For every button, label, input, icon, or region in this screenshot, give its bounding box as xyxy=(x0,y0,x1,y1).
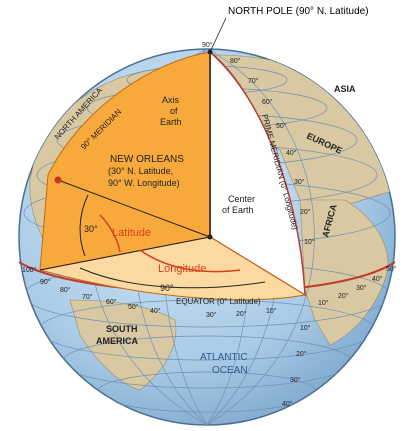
asia-label: ASIA xyxy=(334,84,356,94)
axis-label-1: Axis xyxy=(162,95,180,105)
equator-label: EQUATOR (0° Latitude) xyxy=(176,297,261,306)
city-label-3: 90° W. Longitude) xyxy=(108,178,180,188)
prime-meridian-plane xyxy=(209,50,306,297)
deg-lat20: 20° xyxy=(300,208,311,216)
deg-eq-r10: 10° xyxy=(318,299,329,307)
deg-eq-r20: 20° xyxy=(338,292,349,300)
new-orleans-dot xyxy=(54,176,62,184)
atlantic-label-1: ATLANTIC xyxy=(200,352,248,363)
deg-eq10: 10° xyxy=(266,307,277,315)
axis-label-3: Earth xyxy=(160,117,182,127)
south-america-label-1: SOUTH xyxy=(106,324,138,334)
deg-eq70: 70° xyxy=(82,293,93,301)
deg-eq-left: 100° xyxy=(22,266,37,274)
deg-eq90: 90° xyxy=(40,278,51,286)
lon-angle-arc xyxy=(79,267,266,289)
longitude-arc xyxy=(139,249,241,273)
deg-eq50: 50° xyxy=(128,303,139,311)
deg-pole: 90° xyxy=(202,41,213,49)
deg-eq-r30: 30° xyxy=(356,284,367,292)
latitude-arc xyxy=(99,214,121,253)
africa-landmass xyxy=(299,199,389,346)
deg-eq80: 80° xyxy=(60,286,71,294)
lat-angle-label: 30° xyxy=(84,224,98,234)
deg-lat10: 10° xyxy=(304,238,315,246)
deg-eq-r40: 40° xyxy=(372,275,383,283)
deg-lat70: 70° xyxy=(248,77,259,85)
deg-lat30: 30° xyxy=(294,178,305,186)
new-orleans-radius xyxy=(57,179,211,238)
deg-south20: 20° xyxy=(296,350,307,358)
south-america-landmass xyxy=(69,299,177,391)
deg-lat80: 80° xyxy=(230,57,241,65)
south-america-label-2: AMERICA xyxy=(96,336,138,346)
axis-label-2: of xyxy=(170,106,178,116)
pole-pointer xyxy=(209,17,227,53)
latitude-label: Latitude xyxy=(112,227,151,239)
deg-lat40: 40° xyxy=(286,149,297,157)
deg-eq30: 30° xyxy=(206,311,217,319)
deg-eq-r50: 50° xyxy=(386,265,397,273)
center-label-1: Center xyxy=(228,194,255,204)
center-dot xyxy=(207,234,213,240)
deg-eq20: 20° xyxy=(236,310,247,318)
deg-south30: 30° xyxy=(290,376,301,384)
city-label-1: NEW ORLEANS xyxy=(110,154,184,165)
atlantic-label-2: OCEAN xyxy=(212,365,248,376)
deg-eq40: 40° xyxy=(150,307,161,315)
city-label-2: (30° N. Latitude, xyxy=(108,166,173,176)
deg-lat50: 50° xyxy=(276,122,287,130)
deg-south40: 40° xyxy=(282,400,293,408)
deg-eq60: 60° xyxy=(106,298,117,306)
equatorial-plane xyxy=(39,236,307,301)
lon-angle-label: 90° xyxy=(160,283,174,293)
north-pole-label: NORTH POLE (90° N. Latitude) xyxy=(228,6,369,17)
longitude-label: Longitude xyxy=(158,263,206,275)
lat-angle-arc xyxy=(79,194,89,257)
center-label-2: of Earth xyxy=(222,205,254,215)
equator-radius xyxy=(39,236,211,271)
deg-lat60: 60° xyxy=(262,98,273,106)
deg-south10: 10° xyxy=(300,324,311,332)
meridian-90-plane xyxy=(39,51,211,271)
